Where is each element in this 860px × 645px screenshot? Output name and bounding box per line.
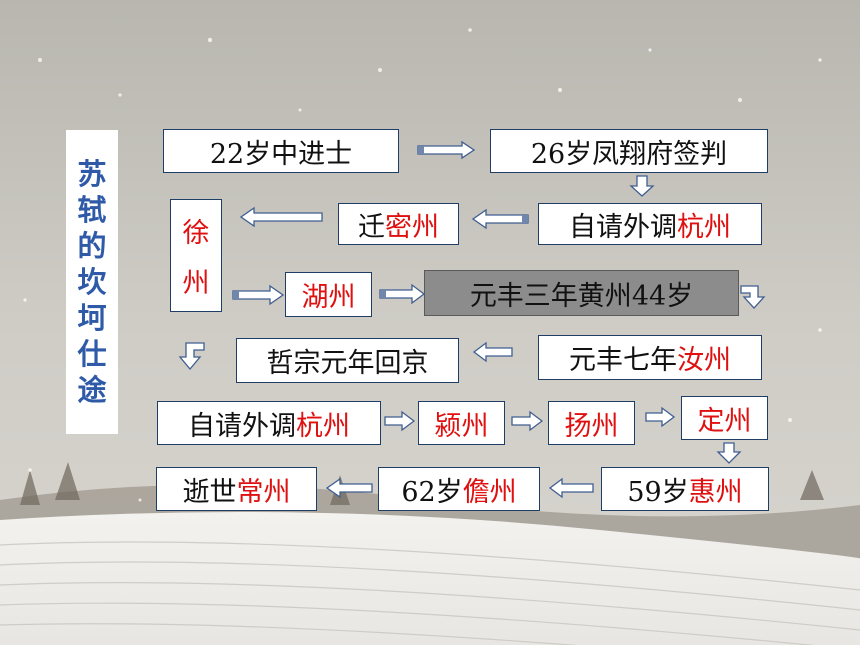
arrow-hangzhou2-to-yingzhou (384, 410, 416, 432)
node-hangzhou-1-place: 杭州 (677, 211, 731, 243)
title-box: 苏 轼 的 坎 坷 仕 途 (66, 130, 118, 434)
arrow-tail-4 (522, 215, 528, 223)
node-dingzhou-place: 定州 (697, 405, 752, 437)
node-hangzhou-2: 自请外调杭州 (157, 401, 381, 445)
node-ruzhou-prefix: 元丰七年 (569, 345, 677, 376)
arrow-huizhou-to-danzhou (548, 477, 594, 499)
arrow-mizhou-to-xuzhou (239, 206, 323, 228)
node-fengxiang: 26岁凤翔府签判 (490, 129, 768, 173)
node-huizhou-prefix: 59岁 (627, 476, 689, 508)
node-xuzhou: 徐 州 (170, 199, 222, 312)
node-danzhou: 62岁儋州 (378, 467, 540, 511)
node-huizhou: 59岁惠州 (601, 467, 769, 511)
title-char-4: 坎 (77, 265, 107, 299)
arrow-hangzhou1-to-mizhou (471, 208, 529, 230)
title-char-6: 仕 (77, 337, 107, 371)
arrow-jinshi-to-fengxiang (417, 140, 476, 160)
node-xuzhou-char-2: 州 (182, 268, 210, 299)
node-ruzhou: 元丰七年汝州 (538, 335, 762, 380)
node-mizhou-prefix: 迁 (358, 211, 385, 243)
node-hangzhou-2-prefix: 自请外调 (188, 410, 296, 442)
node-huzhou: 湖州 (285, 272, 372, 317)
arrow-huzhou-to-huangzhou (379, 283, 426, 305)
title-char-5: 坷 (77, 301, 107, 335)
arrow-huangzhou-to-ruzhou (740, 285, 766, 309)
node-huangzhou-suffix: 44岁 (631, 280, 694, 312)
arrow-tail-1 (418, 146, 424, 154)
arrow-danzhou-to-changzhou (325, 477, 373, 499)
node-changzhou: 逝世常州 (156, 467, 317, 511)
arrow-dingzhou-to-huizhou (716, 442, 742, 464)
node-yingzhou-place: 颍州 (434, 410, 489, 442)
node-mizhou-place: 密州 (385, 211, 439, 243)
node-yingzhou: 颍州 (418, 401, 505, 445)
arrow-ruzhou-to-huijing (472, 341, 513, 363)
node-changzhou-place: 常州 (236, 476, 291, 508)
arrow-huijing-to-hangzhou2 (178, 342, 205, 371)
title-char-2: 轼 (77, 193, 107, 227)
node-hangzhou-1-prefix: 自请外调 (569, 211, 677, 243)
node-danzhou-prefix: 62岁 (401, 476, 463, 508)
node-jinshi-label: 22岁中进士 (209, 138, 353, 170)
title-char-7: 途 (77, 373, 107, 407)
title-char-3: 的 (77, 229, 107, 263)
arrow-xuzhou-to-huzhou (232, 284, 285, 306)
node-changzhou-prefix: 逝世 (182, 476, 237, 508)
node-huijing-label: 哲宗元年回京 (266, 348, 429, 379)
node-ruzhou-place: 汝州 (677, 345, 731, 376)
title-char-1: 苏 (77, 157, 107, 191)
node-huizhou-place: 惠州 (688, 476, 743, 508)
arrow-yingzhou-to-yangzhou (511, 410, 544, 432)
node-jinshi: 22岁中进士 (163, 129, 399, 173)
node-mizhou: 迁密州 (338, 203, 459, 245)
node-yangzhou-place: 扬州 (564, 410, 619, 442)
node-yangzhou: 扬州 (548, 401, 635, 445)
node-danzhou-place: 儋州 (462, 476, 517, 508)
node-dingzhou: 定州 (681, 396, 768, 440)
node-xuzhou-char-1: 徐 (182, 218, 210, 249)
arrow-yangzhou-to-dingzhou (645, 406, 676, 428)
node-huangzhou-label: 元丰三年黄州 (469, 280, 632, 312)
arrow-tail-3 (380, 290, 386, 298)
arrow-tail-2 (233, 291, 239, 299)
arrow-fengxiang-to-hangzhou1 (629, 175, 655, 197)
node-hangzhou-2-place: 杭州 (296, 410, 350, 442)
node-huijing: 哲宗元年回京 (236, 338, 459, 383)
node-fengxiang-label: 26岁凤翔府签判 (530, 138, 728, 170)
node-hangzhou-1: 自请外调杭州 (538, 203, 762, 245)
node-huzhou-place: 湖州 (301, 282, 356, 313)
